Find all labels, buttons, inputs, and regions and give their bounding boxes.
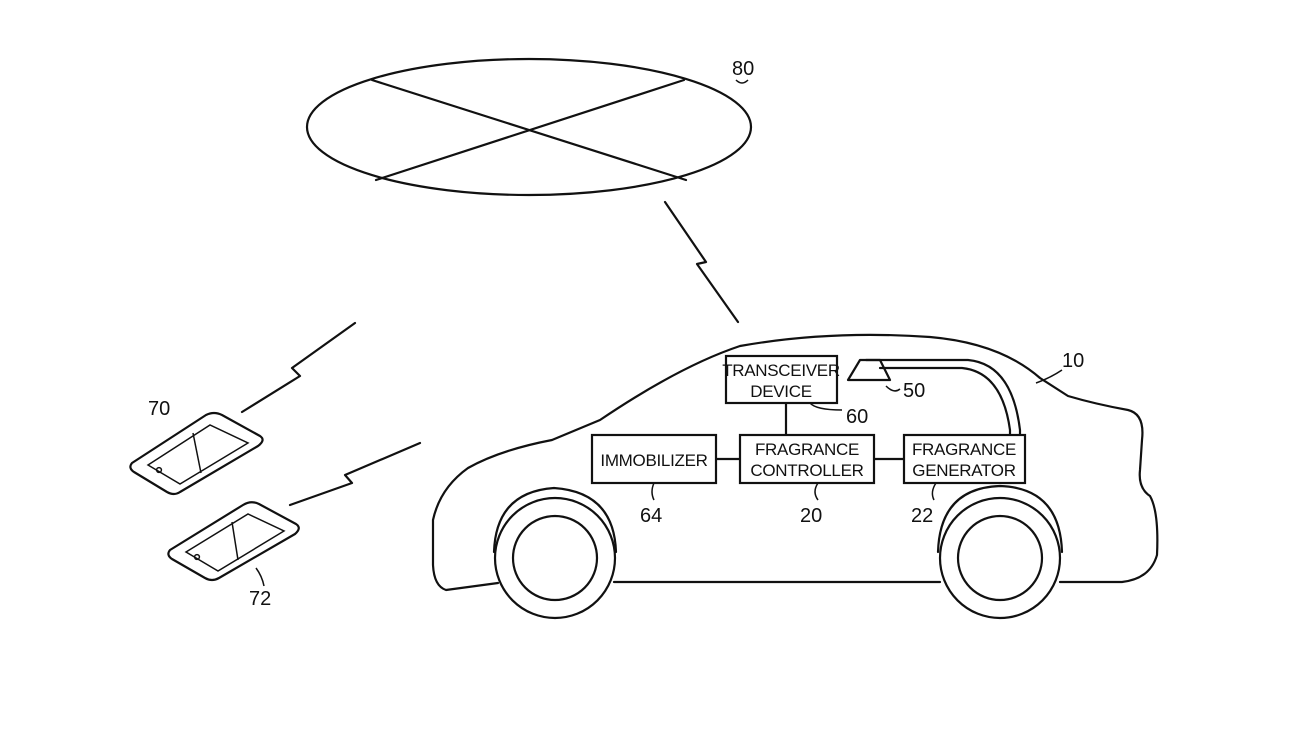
phone-b-body	[167, 501, 300, 582]
phone-a-glare	[192, 432, 202, 474]
outlet-ref: 50	[903, 380, 925, 402]
fragrance-generator-label-line2: GENERATOR	[912, 461, 1015, 480]
server-leader	[735, 79, 749, 84]
fragrance-generator-leader	[931, 482, 937, 501]
front-tire	[493, 496, 617, 620]
fragrance-controller-leader	[814, 482, 819, 501]
wireless-link-phone-b	[288, 441, 422, 507]
fragrance-controller-box	[738, 433, 876, 485]
transceiver-device: TRANSCEIVER DEVICE 60	[722, 354, 868, 428]
wireless-link-server	[663, 200, 740, 324]
fragrance-controller: FRAGRANCE CONTROLLER 20	[738, 433, 876, 527]
fragrance-controller-ref: 20	[800, 505, 822, 527]
phone-b-ref: 72	[249, 588, 271, 610]
phone-a-button	[155, 466, 163, 474]
duct-inner	[878, 366, 1012, 440]
phone-a-ref: 70	[148, 398, 170, 420]
fragrance-duct: 50	[846, 358, 1022, 440]
vehicle-ref: 10	[1062, 350, 1084, 372]
phone-b-screen	[184, 513, 286, 572]
fragrance-generator: FRAGRANCE GENERATOR 22	[902, 433, 1027, 527]
front-hub	[511, 514, 599, 602]
transceiver-box	[724, 354, 839, 405]
immobilizer-ref: 64	[640, 505, 662, 527]
fragrance-controller-label-line1: FRAGRANCE	[755, 440, 859, 459]
phone-a: 70	[129, 398, 264, 496]
immobilizer: IMMOBILIZER 64	[590, 433, 718, 527]
vehicle-leader	[1035, 369, 1063, 384]
phone-b-glare	[231, 521, 239, 561]
transceiver-label-line1: TRANSCEIVER	[722, 361, 840, 380]
vehicle: 10	[431, 333, 1159, 620]
immobilizer-leader	[651, 482, 655, 501]
transceiver-ref: 60	[846, 406, 868, 428]
transceiver-label-line2: DEVICE	[750, 382, 812, 401]
immobilizer-label: IMMOBILIZER	[600, 451, 707, 470]
phone-b-leader	[255, 567, 265, 587]
outlet-leader	[885, 385, 901, 392]
phone-a-screen	[146, 424, 250, 485]
server-ref: 80	[732, 58, 754, 80]
wireless-link-phone-a	[240, 321, 357, 414]
phone-b: 72	[167, 501, 300, 610]
rear-tire	[938, 496, 1062, 620]
fragrance-controller-label-line2: CONTROLLER	[750, 461, 863, 480]
transceiver-leader	[809, 402, 843, 411]
vehicle-body	[431, 333, 1159, 592]
server-cross-line-2	[374, 78, 686, 182]
fragrance-generator-ref: 22	[911, 505, 933, 527]
rear-wheel-arch	[936, 484, 1064, 554]
duct-outer	[864, 358, 1022, 440]
front-wheel-arch	[492, 486, 618, 554]
server-ellipse	[305, 57, 753, 197]
phone-a-body	[129, 411, 264, 496]
fragrance-generator-box	[902, 433, 1027, 485]
rear-hub	[956, 514, 1044, 602]
phone-b-button	[193, 553, 201, 561]
server-network: 80	[305, 57, 754, 197]
fragrance-generator-label-line1: FRAGRANCE	[912, 440, 1016, 459]
fragrance-outlet	[846, 358, 892, 382]
